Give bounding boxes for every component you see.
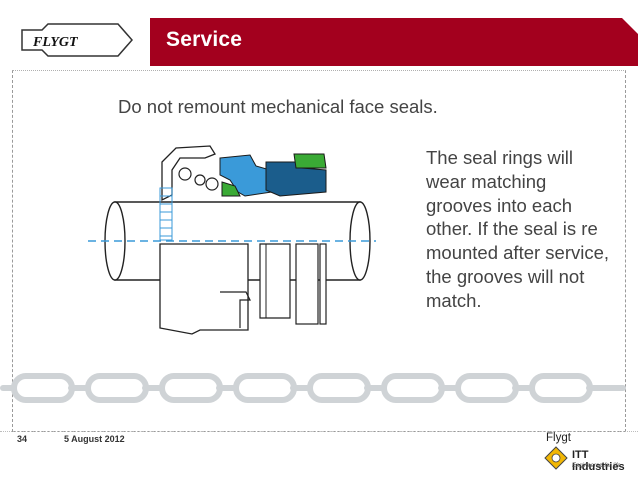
title-bar: Service bbox=[150, 18, 638, 66]
page-number: 34 bbox=[17, 434, 28, 444]
company-name: ITT Industries bbox=[572, 449, 625, 473]
chain-decoration bbox=[0, 362, 638, 421]
mechanical-seal-diagram bbox=[80, 140, 380, 345]
brand-label: Flygt bbox=[546, 432, 571, 444]
slide-title: Service bbox=[166, 28, 243, 51]
slide-date: 5 August 2012 bbox=[64, 434, 125, 444]
logo-text: FLYGT bbox=[32, 35, 79, 50]
company-tagline: Engineered for life bbox=[572, 463, 621, 469]
itt-logo-icon bbox=[544, 446, 568, 475]
header-corner bbox=[622, 18, 638, 34]
slide-subtitle: Do not remount mechanical face seals. bbox=[118, 96, 438, 117]
slide-description: The seal rings will wear matching groove… bbox=[426, 147, 610, 311]
flygt-logo: FLYGT bbox=[0, 0, 150, 66]
footer-divider bbox=[0, 431, 638, 432]
